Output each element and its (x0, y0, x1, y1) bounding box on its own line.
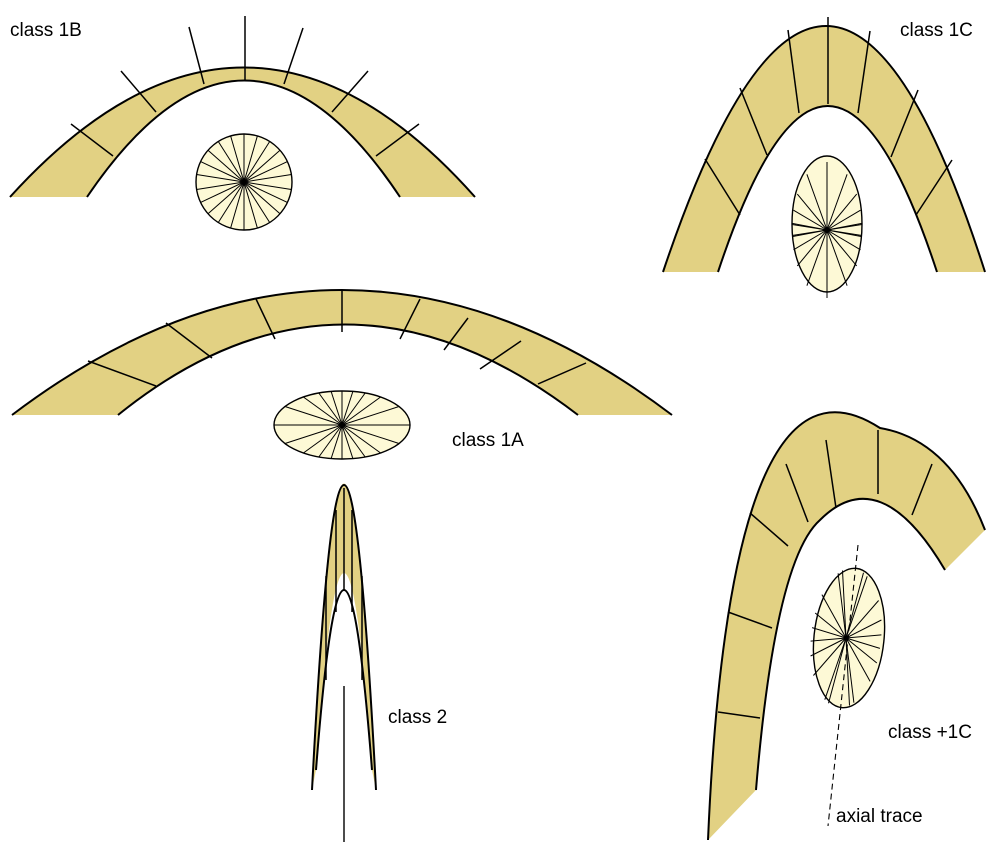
fold-class-1c: class 1C (663, 17, 985, 298)
fold-class-1a: class 1A (12, 290, 672, 459)
label-class-1c: class 1C (900, 20, 973, 41)
label-class-2: class 2 (388, 707, 447, 728)
label-class-plus-1c: class +1C (888, 722, 972, 743)
fold-class-1b: class 1B (10, 16, 475, 230)
fold-1c-strain-ellipse (792, 156, 862, 298)
label-class-1b: class 1B (10, 20, 82, 41)
fold-class-2: class 2 (312, 484, 447, 842)
fold-1b-strain-ellipse (196, 134, 292, 230)
fold-1a-strain-ellipse (274, 391, 410, 459)
label-axial-trace: axial trace (836, 806, 923, 827)
label-class-1a: class 1A (452, 430, 524, 451)
fold-plus1c-strain-ellipse (807, 565, 891, 712)
fold-class-plus-1c: class +1C axial trace (708, 412, 985, 840)
